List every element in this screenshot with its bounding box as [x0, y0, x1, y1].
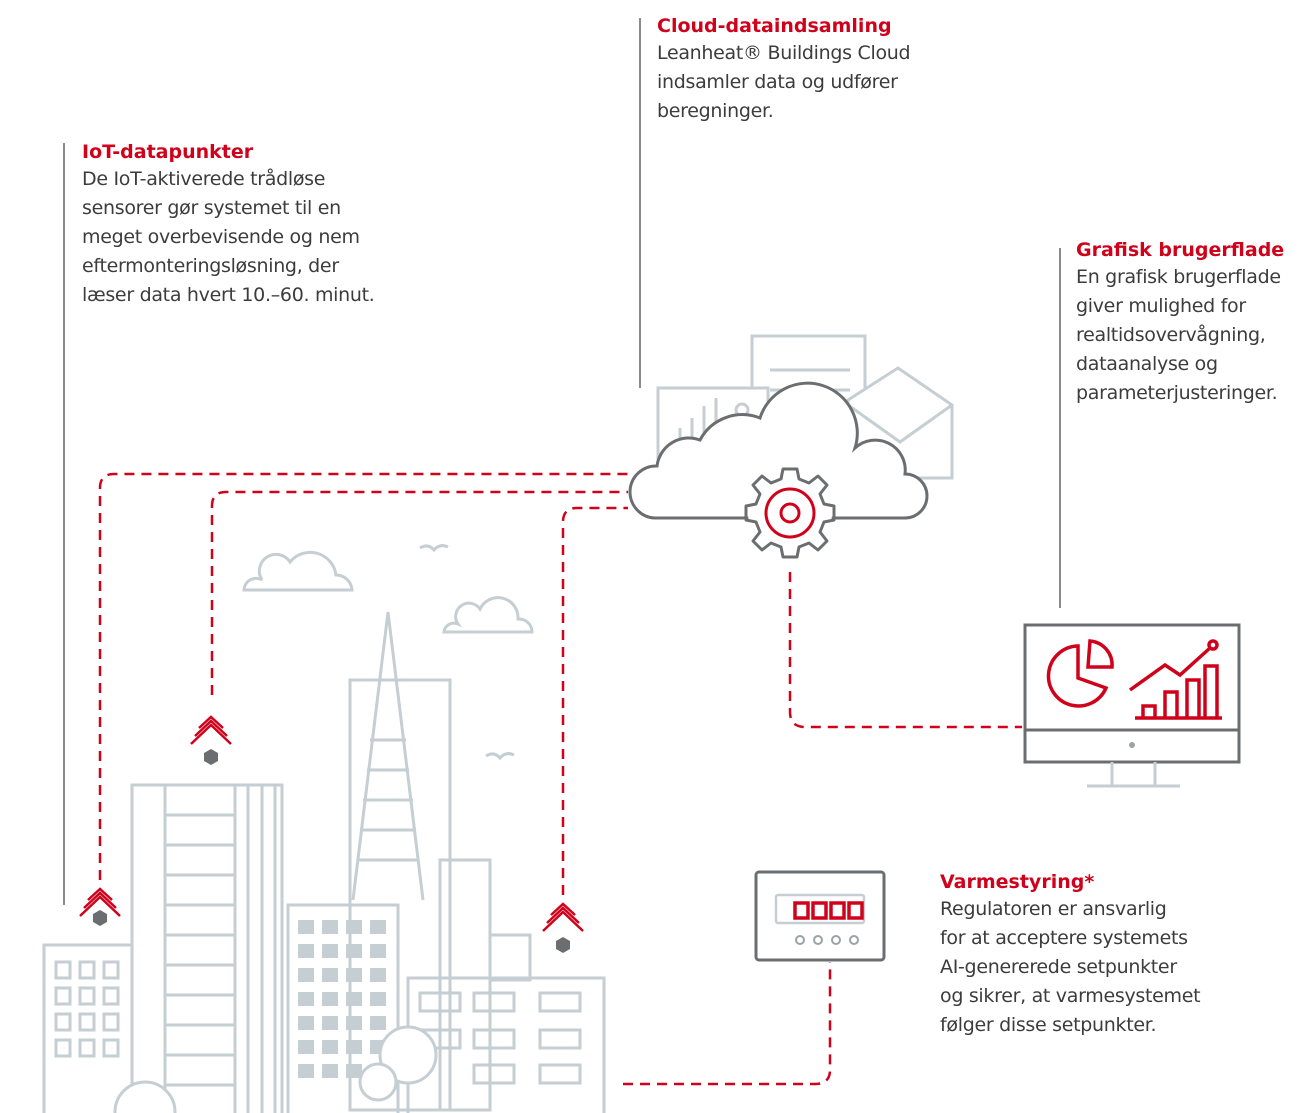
callout-cloud-data-collection: Cloud-dataindsamling Leanheat® Buildings… — [657, 14, 911, 126]
callout-line: indsamler data og udfører — [657, 71, 898, 93]
window-grid-left — [54, 960, 120, 1058]
callout-line: AI-genererede setpunkter — [940, 956, 1177, 978]
callout-body: Leanheat® Buildings Cloud indsamler data… — [657, 39, 911, 126]
callout-leader-lines — [63, 18, 1061, 905]
wireless-sensor-icon — [542, 902, 584, 953]
background-clouds — [242, 550, 534, 634]
wireless-sensor-icon — [190, 715, 232, 765]
callout-title: IoT-datapunkter — [82, 141, 254, 163]
controller-icon — [754, 870, 886, 962]
callout-line: for at acceptere systemets — [940, 927, 1188, 949]
pie-chart-icon — [1046, 639, 1114, 708]
callout-body: De IoT-aktiverede trådløse sensorer gør … — [82, 165, 375, 310]
wireless-sensor-icon — [79, 887, 121, 926]
window-grid-middle — [298, 920, 386, 1078]
city-skyline — [42, 611, 606, 1113]
callout-line: meget overbevisende og nem — [82, 226, 360, 248]
data-connections — [98, 472, 1022, 1086]
callout-line: Regulatoren er ansvarlig — [940, 898, 1167, 920]
callout-body: Regulatoren er ansvarlig for at accepter… — [940, 895, 1201, 1040]
gear-icon — [744, 467, 836, 559]
callout-line: realtidsovervågning, — [1076, 324, 1266, 346]
callout-line: læser data hvert 10.–60. minut. — [82, 284, 375, 306]
callout-graphical-interface: Grafisk brugerflade En grafisk brugerfla… — [1076, 238, 1284, 408]
callout-line: eftermonteringsløsning, der — [82, 255, 339, 277]
callout-line: En grafisk brugerflade — [1076, 266, 1281, 288]
callout-line: og sikrer, at varmesystemet — [940, 985, 1201, 1007]
callout-title: Grafisk brugerflade — [1076, 239, 1285, 261]
callout-line: parameterjusteringer. — [1076, 382, 1278, 404]
monitor-icon — [1023, 623, 1241, 788]
callout-line: dataanalyse og — [1076, 353, 1218, 375]
callout-body: En grafisk brugerflade giver mulighed fo… — [1076, 263, 1284, 408]
callout-line: De IoT-aktiverede trådløse — [82, 168, 326, 190]
bird-icon — [419, 544, 515, 761]
callout-title: Cloud-dataindsamling — [657, 15, 892, 37]
callout-line: Leanheat® Buildings Cloud — [657, 42, 911, 64]
callout-line: sensorer gør systemet til en — [82, 197, 341, 219]
callout-heating-control: Varmestyring* Regulatoren er ansvarlig f… — [940, 870, 1201, 1040]
cloud-icon — [628, 381, 929, 520]
callout-title: Varmestyring* — [940, 871, 1095, 893]
callout-line: følger disse setpunkter. — [940, 1014, 1157, 1036]
growth-chart-icon — [1128, 639, 1222, 720]
controller-buttons — [795, 935, 859, 945]
callout-line: beregninger. — [657, 100, 774, 122]
callout-iot-datapoints: IoT-datapunkter De IoT-aktiverede trådlø… — [82, 140, 375, 310]
tower-floors — [165, 813, 235, 1087]
cloud-data-collection — [628, 334, 954, 559]
controller-display-digits — [793, 901, 864, 920]
callout-line: giver mulighed for — [1076, 295, 1246, 317]
